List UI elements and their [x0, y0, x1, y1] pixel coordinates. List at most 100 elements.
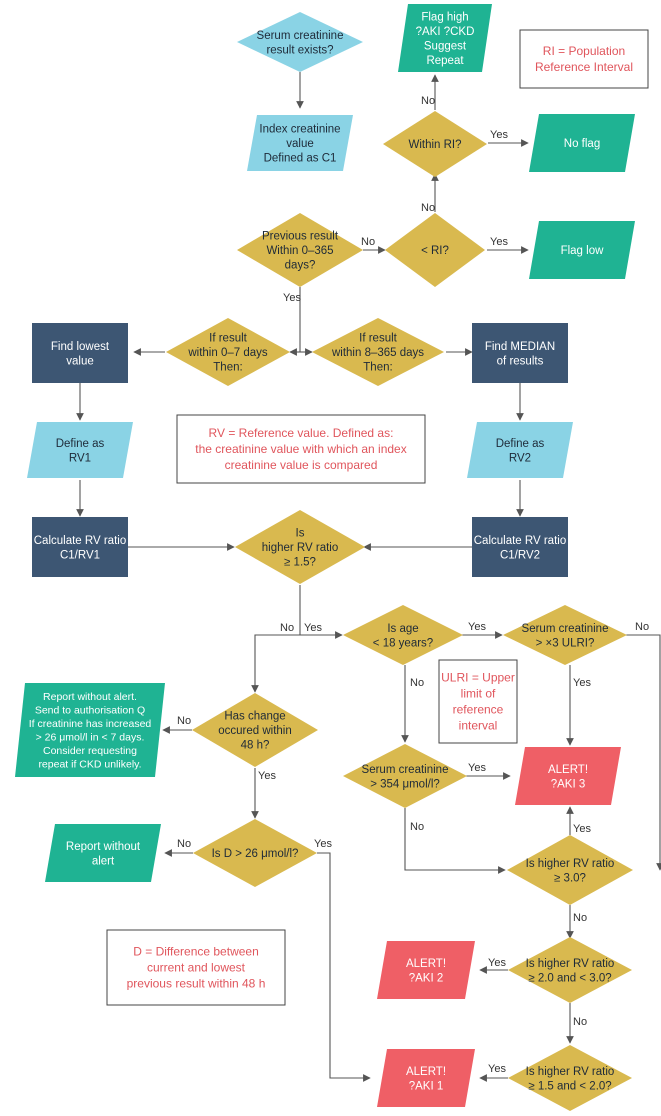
node-text: ?AKI 1 [409, 1080, 444, 1092]
label-higher1520-yes: Yes [488, 1063, 506, 1075]
node-text: Report without [66, 841, 141, 853]
node-shape [247, 115, 353, 171]
note-text: reference [453, 703, 504, 717]
node-text: days? [285, 260, 316, 272]
note-text: D = Difference between [133, 945, 259, 959]
label-change-yes: Yes [258, 770, 276, 782]
node-text: Is higher RV ratio [526, 1066, 615, 1078]
node-text: Index creatinine [259, 124, 340, 136]
label-change-no: No [177, 715, 191, 727]
edge-serum354-no-to-higher30 [404, 808, 506, 874]
node-shape [472, 517, 568, 577]
node-higher-15-20: Is higher RV ratio≥ 1.5 and < 2.0? [508, 1045, 632, 1111]
node-text: Calculate RV ratio [34, 535, 126, 547]
note-box [519, 29, 649, 89]
note-text: RI = Population [543, 44, 625, 58]
label-previous-yes: Yes [283, 292, 301, 304]
node-text: Is higher RV ratio [526, 958, 615, 970]
node-no-flag: No flag [529, 114, 635, 172]
node-shape [385, 213, 485, 287]
node-text: ?AKI ?CKD [416, 26, 475, 38]
node-text: If result [359, 333, 398, 345]
label-serum354-yes: Yes [468, 762, 486, 774]
node-text: Within 0–365 [266, 245, 333, 257]
label-withinri-no: No [421, 95, 435, 107]
edge-d26-yes-to-aki1 [317, 852, 371, 1082]
node-text: Find MEDIAN [485, 341, 555, 353]
node-serum-3ulri: Serum creatinine > ×3 ULRI? [503, 605, 627, 665]
node-text: ≥ 3.0? [554, 872, 586, 884]
node-text: > 26 μmol/l in < 7 days. [36, 731, 145, 743]
label-higher2030-yes: Yes [488, 957, 506, 969]
node-text: Define as [56, 438, 105, 450]
note-text: creatinine value is compared [225, 458, 378, 472]
node-age-18: Is age< 18 years? [343, 605, 463, 665]
node-text: If result [209, 333, 248, 345]
node-text: Send to authorisation Q [35, 704, 145, 716]
note-box [106, 929, 286, 1006]
node-shape [508, 937, 632, 1003]
note-text: ULRI = Upper [441, 671, 515, 685]
label-higher30-yes: Yes [573, 823, 591, 835]
node-text: Flag high [421, 11, 468, 23]
node-text: within 0–7 days [187, 347, 268, 359]
label-higher30-no: No [573, 912, 587, 924]
node-higher-20-30: Is higher RV ratio ≥ 2.0 and < 3.0? [508, 937, 632, 1003]
label-lessri-yes: Yes [490, 236, 508, 248]
node-text: occured within [218, 725, 292, 737]
node-text: C1/RV2 [500, 549, 540, 561]
node-serum-exists: Serum creatinine result exists? [237, 12, 363, 72]
node-shape [377, 941, 475, 999]
node-alert-aki1: ALERT!?AKI 1 [377, 1049, 475, 1107]
node-text: No flag [564, 138, 600, 150]
node-text: Has change [224, 711, 285, 723]
node-text: Serum creatinine [257, 30, 344, 42]
node-text: result exists? [266, 44, 333, 56]
edge-serum3-no-to-higher30 [625, 634, 661, 871]
edge-labels: No Yes No Yes No Yes No Yes Yes No No Ye… [177, 95, 649, 1075]
node-text: Find lowest [51, 341, 110, 353]
note-box [176, 414, 426, 484]
node-text: ≥ 2.0 and < 3.0? [528, 972, 611, 984]
node-shape [45, 824, 161, 882]
node-shape [529, 221, 635, 279]
label-serum3-no: No [635, 621, 649, 633]
node-text: Calculate RV ratio [474, 535, 566, 547]
node-shape [193, 819, 317, 887]
label-higher2030-no: No [573, 1016, 587, 1028]
node-shape [398, 4, 492, 72]
note-rv: RV = Reference value. Defined as:the cre… [176, 414, 426, 484]
label-age-no: No [410, 677, 424, 689]
nodes: Serum creatinine result exists? Index crea… [15, 4, 635, 1111]
node-shape [237, 213, 363, 287]
node-within-ri: Within RI? [383, 111, 487, 177]
node-text: RV1 [69, 452, 91, 464]
note-text: the creatinine value with which an index [195, 442, 406, 456]
node-text: Serum creatinine [522, 623, 609, 635]
node-text: Is [296, 528, 305, 540]
node-text: Consider requesting [43, 745, 137, 757]
node-text: Defined as C1 [264, 153, 337, 165]
node-text: C1/RV1 [60, 549, 100, 561]
node-define-rv1: Define as RV1 [27, 422, 133, 478]
node-text: ALERT! [406, 958, 446, 970]
node-text: > ×3 ULRI? [536, 637, 595, 649]
node-shape [312, 318, 444, 386]
node-text: ?AKI 2 [409, 972, 444, 984]
node-shape [503, 605, 627, 665]
node-shape [32, 323, 128, 383]
node-shape [32, 517, 128, 577]
note-text: limit of [461, 687, 496, 701]
node-shape [508, 1045, 632, 1111]
note-text: previous result within 48 h [127, 977, 266, 991]
node-shape [467, 422, 573, 478]
node-text: higher RV ratio [262, 542, 339, 554]
node-shape [343, 605, 463, 665]
label-d26-yes: Yes [314, 838, 332, 850]
node-text: Is D > 26 μmol/l? [212, 848, 299, 860]
